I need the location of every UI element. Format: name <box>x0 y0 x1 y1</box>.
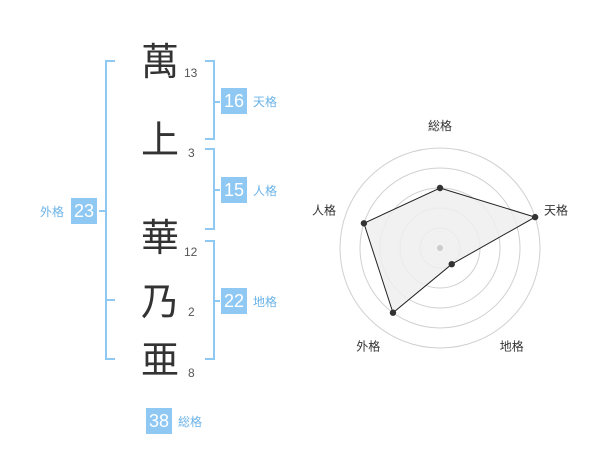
name-char-3: 華 <box>140 216 179 260</box>
stroke-count-1: 13 <box>184 66 198 80</box>
radar-center-dot <box>437 245 443 251</box>
tenkaku-value: 16 <box>221 88 247 114</box>
radar-point <box>436 184 444 192</box>
bracket-divider <box>105 299 115 301</box>
gaikaku-label: 外格 <box>40 205 65 219</box>
name-char-5: 亜 <box>140 338 179 382</box>
bracket-connector <box>99 210 106 212</box>
stroke-count-4: 2 <box>188 305 195 319</box>
name-char-2: 上 <box>140 118 179 162</box>
soukaku-value: 38 <box>146 408 172 434</box>
radar-grid-ring <box>339 147 541 349</box>
stroke-count-3: 12 <box>184 245 198 259</box>
chikaku-value: 22 <box>221 288 247 314</box>
radar-point <box>360 220 368 227</box>
radar-axis-label: 総格 <box>428 118 452 133</box>
radar-axis-label: 人格 <box>312 202 336 217</box>
bracket-connector <box>214 101 220 103</box>
radar-point <box>448 260 455 268</box>
jinkaku-label: 人格 <box>253 184 278 198</box>
stroke-count-2: 3 <box>188 146 195 160</box>
chikaku-label: 地格 <box>253 295 278 309</box>
radar-area <box>363 187 537 314</box>
jinkaku-value: 15 <box>221 177 247 203</box>
gaikaku-value: 23 <box>71 198 97 224</box>
soukaku-label: 総格 <box>178 415 203 429</box>
tenkaku-label: 天格 <box>253 95 278 109</box>
tenkaku-bracket <box>205 60 215 140</box>
radar-axis-label: 地格 <box>500 339 524 354</box>
radar-axis-label: 外格 <box>356 339 380 354</box>
radar-axis-label: 天格 <box>544 202 568 217</box>
radar-point <box>389 309 397 316</box>
bracket-connector <box>214 189 220 191</box>
bracket-connector <box>214 300 220 302</box>
gaikaku-bracket <box>105 60 115 360</box>
radar-point <box>531 213 539 221</box>
name-char-1: 萬 <box>140 40 179 84</box>
radar-grid-ring <box>359 167 521 329</box>
stroke-count-5: 8 <box>188 366 195 380</box>
name-char-4: 乃 <box>140 280 179 324</box>
